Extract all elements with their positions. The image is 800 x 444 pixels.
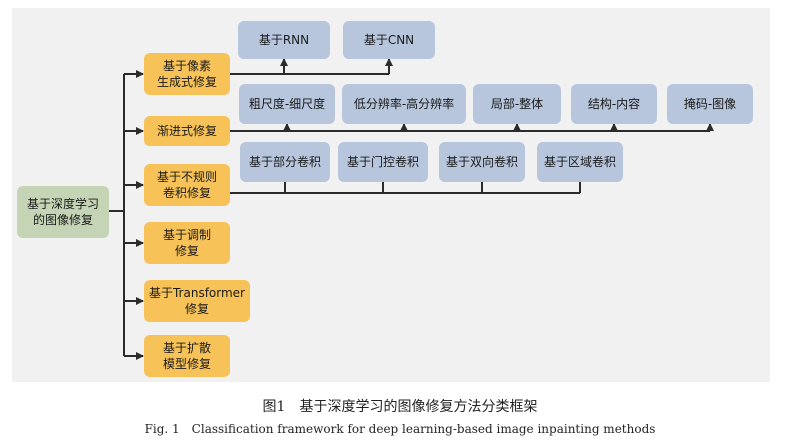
sub-partial-conv: 基于部分卷积 [240,142,330,182]
sub-gated-conv: 基于门控卷积 [338,142,428,182]
sub-cnn: 基于CNN [343,21,435,59]
sub-region-conv: 基于区域卷积 [537,142,623,182]
root-node: 基于深度学习 的图像修复 [17,186,109,238]
sub-local-global: 局部-整体 [473,84,561,124]
figure-caption-en: Fig. 1 Classification framework for deep… [144,422,656,436]
method-modulation: 基于调制 修复 [144,222,230,264]
method-pixel-generative: 基于像素 生成式修复 [144,53,230,95]
figure-caption-cn: 图1 基于深度学习的图像修复方法分类框架 [262,399,538,415]
sub-mask-image: 掩码-图像 [667,84,753,124]
method-transformer: 基于Transformer 修复 [144,280,250,322]
sub-bidirectional-conv: 基于双向卷积 [439,142,525,182]
sub-coarse-fine: 粗尺度-细尺度 [239,84,335,124]
sub-rnn: 基于RNN [238,21,330,59]
method-diffusion: 基于扩散 模型修复 [144,335,230,377]
sub-low-high-res: 低分辨率-高分辨率 [342,84,466,124]
method-irregular-conv: 基于不规则 卷积修复 [144,164,230,206]
sub-structure-content: 结构-内容 [571,84,657,124]
method-progressive: 渐进式修复 [144,116,230,146]
